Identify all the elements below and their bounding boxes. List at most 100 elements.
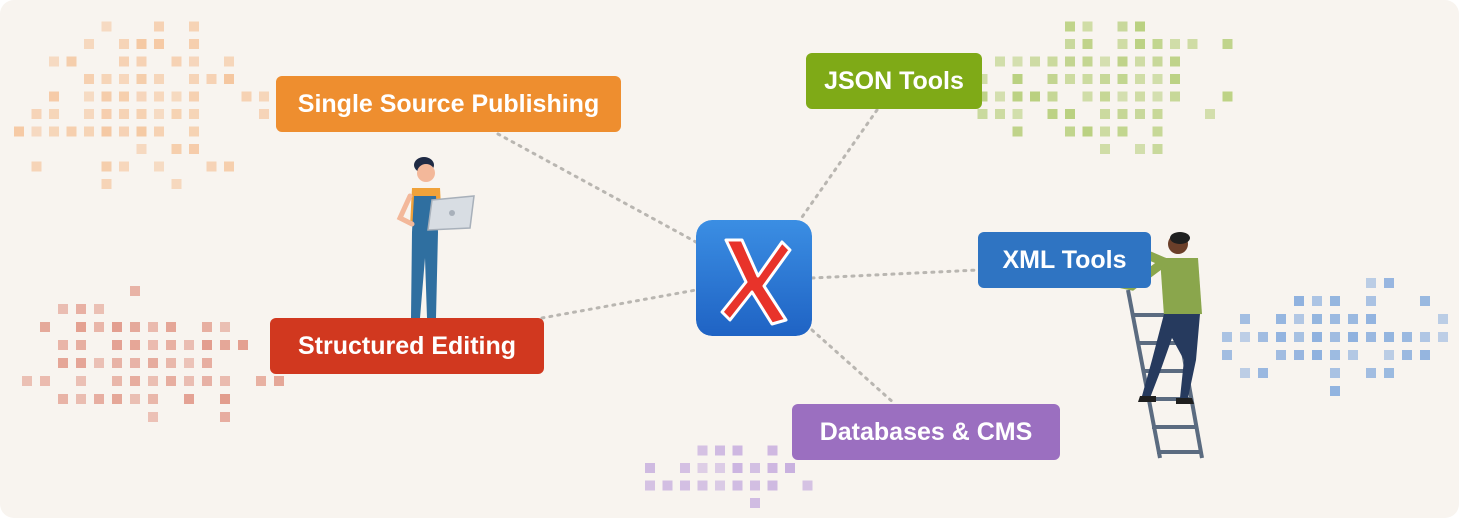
pixel-dot: [154, 39, 164, 49]
pixel-dot: [101, 109, 112, 119]
pixel-dot: [1100, 91, 1110, 102]
pixel-dot: [1384, 350, 1394, 360]
pixel-dot: [119, 109, 129, 119]
pixel-dot: [189, 39, 199, 49]
pixel-dot: [112, 376, 122, 386]
pixel-dot: [1170, 39, 1180, 49]
oxygen-x-logo-icon[interactable]: [696, 220, 812, 336]
pixel-dot: [66, 126, 77, 137]
pixel-dot: [49, 91, 59, 102]
pixel-dot: [220, 394, 230, 404]
pixel-dot: [715, 463, 725, 473]
databases-cms-label[interactable]: Databases & CMS: [792, 404, 1060, 460]
pixel-dot: [119, 161, 129, 172]
pixel-dot: [189, 144, 199, 154]
pixel-dot: [1082, 126, 1093, 137]
orange-pixel-cluster: [14, 21, 269, 189]
pixel-dot: [1152, 109, 1163, 119]
pixel-dot: [1222, 350, 1232, 360]
pixel-dot: [680, 480, 690, 491]
pixel-dot: [224, 161, 234, 172]
pixel-dot: [154, 21, 164, 32]
pixel-dot: [995, 91, 1005, 102]
pixel-dot: [1030, 56, 1040, 67]
pixel-dot: [76, 376, 86, 386]
pixel-dot: [84, 109, 94, 119]
pixel-dot: [715, 445, 725, 456]
pixel-dot: [1420, 350, 1430, 360]
pixel-dot: [1330, 296, 1340, 306]
person-with-laptop-icon: [396, 157, 475, 322]
pixel-dot: [1065, 39, 1075, 49]
pixel-dot: [1294, 332, 1304, 342]
connector-json-tools: [798, 108, 879, 222]
pixel-dot: [220, 322, 230, 332]
pixel-dot: [241, 91, 252, 102]
pixel-dot: [136, 56, 147, 67]
pixel-dot: [31, 161, 42, 172]
pixel-dot: [1065, 56, 1075, 67]
pixel-dot: [1135, 144, 1145, 154]
structured-editing-label[interactable]: Structured Editing: [270, 318, 544, 374]
pixel-dot: [171, 144, 182, 154]
pixel-dot: [1187, 39, 1198, 49]
pixel-dot: [130, 340, 140, 350]
connector-single-source: [496, 132, 698, 244]
pixel-dot: [1012, 91, 1023, 102]
pixel-dot: [1100, 74, 1110, 84]
pixel-dot: [154, 91, 164, 102]
pixel-dot: [112, 358, 122, 368]
pixel-dot: [238, 340, 248, 350]
pixel-dot: [119, 91, 129, 102]
blue-pixel-cluster: [1222, 278, 1448, 396]
pixel-dot: [101, 126, 112, 137]
pixel-dot: [1082, 56, 1093, 67]
pixel-dot: [1276, 332, 1286, 342]
pixel-dot: [189, 126, 199, 137]
pixel-dot: [1205, 109, 1215, 119]
json-tools-label[interactable]: JSON Tools: [806, 53, 982, 109]
pixel-dot: [1047, 74, 1058, 84]
pixel-dot: [697, 445, 708, 456]
pixel-dot: [1170, 91, 1180, 102]
pixel-dot: [1348, 350, 1358, 360]
pixel-dot: [14, 126, 24, 137]
pixel-dot: [1170, 74, 1180, 84]
connector-databases: [810, 328, 897, 406]
single-source-publishing-label[interactable]: Single Source Publishing: [276, 76, 621, 132]
pixel-dot: [148, 412, 158, 422]
pixel-dot: [166, 358, 176, 368]
pixel-dot: [1082, 91, 1093, 102]
pixel-dot: [977, 91, 988, 102]
pixel-dot: [58, 358, 68, 368]
pixel-dot: [1366, 296, 1376, 306]
pixel-dot: [171, 56, 182, 67]
pixel-dot: [184, 340, 194, 350]
pixel-dot: [101, 74, 112, 84]
pixel-dot: [802, 480, 813, 491]
pixel-dot: [1082, 21, 1093, 32]
xml-tools-label[interactable]: XML Tools: [978, 232, 1151, 288]
pixel-dot: [202, 358, 212, 368]
pixel-dot: [1082, 39, 1093, 49]
pixel-dot: [259, 91, 269, 102]
pixel-dot: [101, 91, 112, 102]
pixel-dot: [1348, 332, 1358, 342]
pixel-dot: [1240, 314, 1250, 324]
pixel-dot: [1152, 56, 1163, 67]
pixel-dot: [84, 74, 94, 84]
pixel-dot: [1294, 350, 1304, 360]
pixel-dot: [1152, 91, 1163, 102]
pixel-dot: [1135, 21, 1145, 32]
pixel-dot: [1152, 144, 1163, 154]
pixel-dot: [1117, 74, 1128, 84]
pixel-dot: [94, 304, 104, 314]
pixel-dot: [1222, 39, 1233, 49]
purple-pixel-cluster: [645, 445, 813, 508]
pixel-dot: [206, 74, 217, 84]
pixel-dot: [189, 74, 199, 84]
pixel-dot: [645, 480, 655, 491]
pixel-dot: [1438, 332, 1448, 342]
